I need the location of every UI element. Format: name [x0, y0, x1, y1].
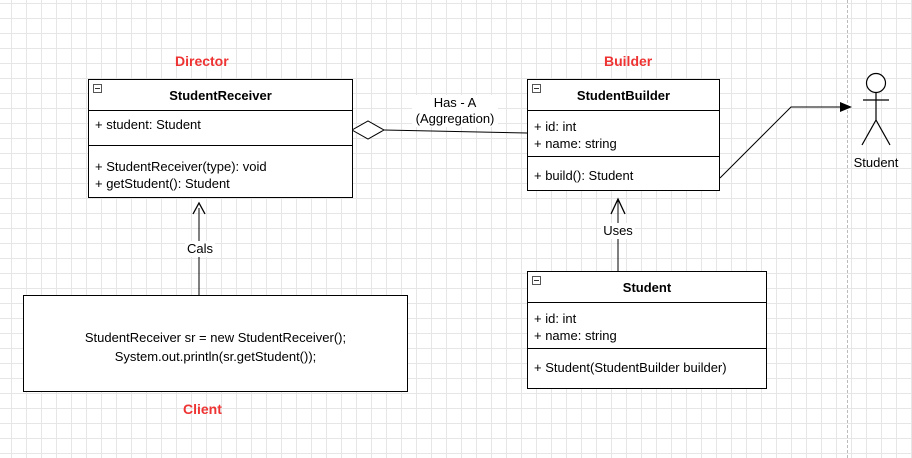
aggregation-diamond	[350, 120, 386, 140]
director-label: Director	[175, 53, 229, 69]
student-receiver-class[interactable]: StudentReceiver + student: Student + Stu…	[88, 79, 353, 198]
attributes-section: + id: int + name: string	[528, 111, 719, 157]
methods-section: + StudentReceiver(type): void + getStude…	[89, 146, 352, 197]
build-line	[719, 106, 840, 179]
aggregation-label-line1: Has - A	[433, 95, 477, 110]
class-header: StudentBuilder	[528, 80, 719, 111]
client-label: Client	[183, 401, 222, 417]
method: + build(): Student	[534, 168, 634, 183]
builder-label: Builder	[604, 53, 653, 69]
aggregation-label: Has - A (Aggregation)	[412, 95, 498, 127]
attribute: + id: int	[534, 119, 577, 134]
class-header: Student	[528, 272, 766, 303]
client-code-box[interactable]: StudentReceiver sr = new StudentReceiver…	[23, 295, 408, 392]
build-arrowhead	[840, 102, 852, 112]
aggregation-line	[383, 129, 528, 134]
student-class[interactable]: Student + id: int + name: string + Stude…	[527, 271, 767, 389]
collapse-icon[interactable]	[532, 84, 541, 93]
page-boundary-line	[847, 0, 848, 458]
attributes-section: + id: int + name: string	[528, 303, 766, 349]
student-actor-label: Student	[853, 155, 899, 170]
class-title: StudentBuilder	[576, 88, 671, 103]
attribute: + student: Student	[95, 117, 201, 132]
calls-arrowhead	[192, 201, 206, 215]
methods-section: + Student(StudentBuilder builder)	[528, 349, 766, 388]
attribute: + id: int	[534, 311, 577, 326]
calls-label: Cals	[185, 241, 215, 257]
student-builder-class[interactable]: StudentBuilder + id: int + name: string …	[527, 79, 720, 191]
collapse-icon[interactable]	[93, 84, 102, 93]
method: + StudentReceiver(type): void	[95, 159, 267, 174]
student-actor-figure	[861, 72, 891, 146]
attribute: + name: string	[534, 328, 617, 343]
attributes-section: + student: Student	[89, 111, 352, 146]
methods-section: + build(): Student	[528, 157, 719, 190]
uses-label: Uses	[601, 223, 635, 239]
uses-arrowhead	[610, 197, 626, 215]
collapse-icon[interactable]	[532, 276, 541, 285]
method: + getStudent(): Student	[95, 176, 230, 191]
method: + Student(StudentBuilder builder)	[534, 360, 727, 375]
class-title: StudentReceiver	[169, 88, 272, 103]
class-title: Student	[622, 280, 672, 295]
client-code-line: StudentReceiver sr = new StudentReceiver…	[84, 329, 347, 345]
attribute: + name: string	[534, 136, 617, 151]
class-header: StudentReceiver	[89, 80, 352, 111]
aggregation-label-line2: (Aggregation)	[415, 111, 495, 126]
client-code-line: System.out.println(sr.getStudent());	[114, 348, 317, 364]
